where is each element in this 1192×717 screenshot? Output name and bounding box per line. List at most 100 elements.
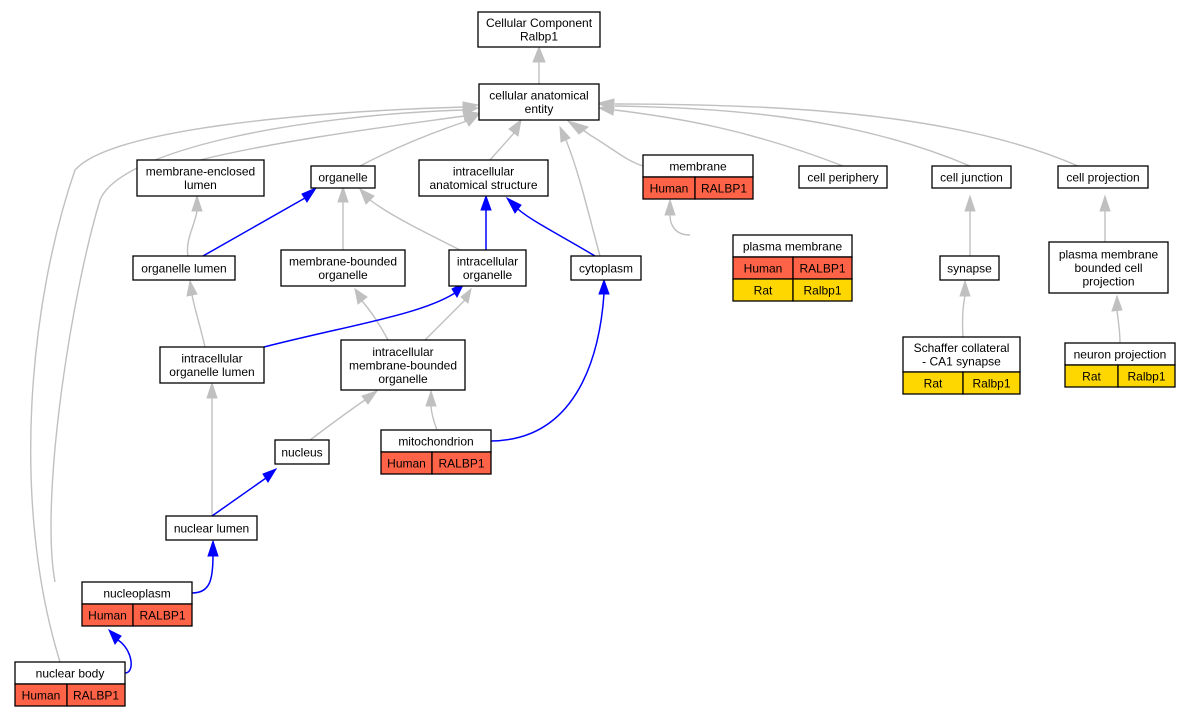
arrowhead-icon bbox=[508, 118, 522, 137]
node-box bbox=[274, 439, 330, 465]
is-a-edge bbox=[337, 185, 349, 250]
is-a-edge bbox=[532, 45, 546, 84]
is-a-edge bbox=[964, 194, 976, 256]
part-of-edge bbox=[202, 186, 318, 257]
gene-cell bbox=[962, 371, 1021, 395]
node-label-line: intracellular bbox=[181, 352, 242, 366]
species-row-human: Human RALBP1 bbox=[380, 451, 492, 475]
arrowhead-icon bbox=[480, 194, 492, 211]
node-label-line: organelle lumen bbox=[169, 365, 254, 379]
node-box bbox=[136, 159, 265, 197]
arrowhead-icon bbox=[532, 45, 546, 63]
gene-label: RALBP1 bbox=[799, 261, 845, 275]
node-box bbox=[478, 83, 600, 121]
is-a-edge bbox=[566, 120, 644, 167]
go-term-node-syn[interactable]: synapse bbox=[939, 255, 1000, 281]
arrowhead-icon bbox=[359, 187, 375, 205]
node-box bbox=[159, 346, 265, 384]
is-a-edge bbox=[597, 98, 1079, 167]
is-a-edge bbox=[206, 381, 218, 516]
arrowhead-icon bbox=[361, 390, 379, 405]
node-label-line: cytoplasm bbox=[579, 261, 633, 275]
go-term-node-cproj[interactable]: cell projection bbox=[1057, 165, 1149, 189]
is-a-edge bbox=[354, 287, 389, 341]
node-label-line: mitochondrion bbox=[398, 434, 473, 448]
part-of-edge bbox=[191, 539, 219, 594]
node-label-line: membrane-enclosed bbox=[146, 165, 255, 179]
gene-label: RALBP1 bbox=[139, 608, 185, 622]
gene-label: Ralbp1 bbox=[972, 376, 1010, 390]
node-label-line: Ralbp1 bbox=[520, 30, 558, 44]
species-label: Rat bbox=[1082, 369, 1101, 383]
node-label-line: nucleus bbox=[281, 445, 322, 459]
gene-cell bbox=[66, 683, 126, 707]
node-box bbox=[448, 249, 527, 287]
node-box bbox=[1057, 165, 1149, 189]
arrowhead-icon bbox=[559, 125, 571, 143]
node-box bbox=[418, 159, 549, 197]
is-a-edge bbox=[309, 390, 379, 441]
node-box bbox=[132, 255, 236, 281]
gene-cell bbox=[431, 451, 492, 475]
node-box bbox=[902, 336, 1021, 373]
gene-cell bbox=[132, 603, 193, 627]
node-label-line: membrane bbox=[669, 159, 727, 173]
node-label-line: cell projection bbox=[1066, 170, 1139, 184]
node-box bbox=[280, 249, 406, 287]
node-box bbox=[340, 339, 466, 391]
gene-cell bbox=[694, 176, 754, 200]
gene-label: RALBP1 bbox=[701, 181, 747, 195]
is-a-edge bbox=[424, 287, 472, 341]
gene-cell bbox=[792, 278, 853, 302]
go-term-node-cyto[interactable]: cytoplasm bbox=[570, 255, 642, 281]
go-term-node-org[interactable]: organelle bbox=[310, 165, 376, 189]
gene-label: RALBP1 bbox=[438, 456, 484, 470]
arrowhead-icon bbox=[462, 101, 480, 113]
is-a-edge bbox=[489, 118, 522, 161]
node-box bbox=[1048, 241, 1169, 294]
arrowhead-icon bbox=[207, 539, 219, 557]
arrowhead-icon bbox=[301, 186, 318, 203]
gene-label: Ralbp1 bbox=[1127, 369, 1165, 383]
go-term-node-orglum[interactable]: organelle lumen bbox=[132, 255, 236, 281]
node-label-line: Cellular Component bbox=[486, 16, 593, 30]
arrowhead-icon bbox=[1111, 294, 1123, 312]
node-label-line: intracellular bbox=[453, 165, 514, 179]
node-label-line: - CA1 synapse bbox=[922, 355, 1001, 369]
go-term-node-cjun[interactable]: cell junction bbox=[931, 165, 1012, 189]
is-a-edge bbox=[359, 113, 481, 167]
part-of-edge bbox=[490, 278, 610, 442]
node-label-line: organelle bbox=[463, 268, 513, 282]
go-term-node-nuc[interactable]: nucleus bbox=[274, 439, 330, 465]
go-term-node-nlum[interactable]: nuclear lumen bbox=[165, 515, 258, 541]
node-box bbox=[165, 515, 258, 541]
species-label: Human bbox=[387, 456, 426, 470]
node-label-line: neuron projection bbox=[1074, 347, 1167, 361]
is-a-edge bbox=[1111, 294, 1123, 344]
part-of-edge bbox=[211, 468, 278, 517]
go-term-node-cper[interactable]: cell periphery bbox=[798, 165, 888, 189]
species-label: Rat bbox=[754, 283, 773, 297]
species-row-rat: Rat Ralbp1 bbox=[1064, 364, 1176, 388]
part-of-edge bbox=[505, 196, 596, 257]
node-label-line: organelle bbox=[318, 170, 368, 184]
arrowhead-icon bbox=[191, 194, 203, 212]
